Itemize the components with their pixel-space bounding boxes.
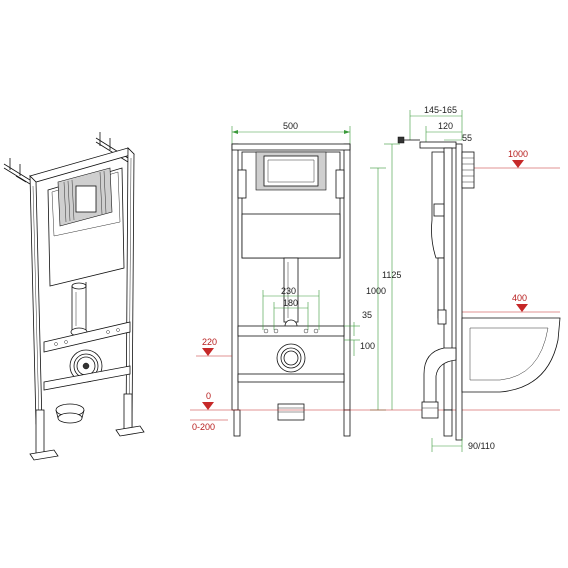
dim-180-label: 180 — [283, 298, 298, 308]
frame-legs — [29, 393, 145, 461]
level-400-label: 400 — [512, 293, 527, 303]
level-220 — [196, 348, 232, 357]
dim-1000-label: 1000 — [366, 286, 386, 296]
wall-section — [455, 143, 463, 441]
level-0-label: 0 — [206, 391, 211, 401]
front-mounting-rail — [237, 325, 345, 337]
level-1000 — [464, 160, 560, 169]
dim-1125 — [384, 143, 400, 410]
dim-100-label: 100 — [360, 341, 375, 351]
outlet-pipe — [55, 403, 85, 424]
dim-1125-label: 1125 — [382, 270, 401, 280]
side-view: 145-165 120 55 — [397, 105, 561, 452]
drain-pipe — [70, 282, 88, 337]
dim-230-label: 230 — [281, 286, 296, 296]
toilet-bowl — [461, 317, 561, 393]
level-220-label: 220 — [202, 337, 217, 347]
side-frame — [443, 147, 453, 411]
dim-90-110 — [431, 438, 463, 452]
dim-100 — [344, 339, 360, 356]
mounting-rail — [43, 321, 131, 353]
dim-55-label: 55 — [462, 133, 472, 143]
dim-35 — [344, 322, 360, 336]
front-bowl-connector — [276, 343, 306, 373]
level-1000-label: 1000 — [508, 149, 528, 159]
left-wall-bracket — [3, 158, 31, 185]
dim-width-label: 500 — [283, 121, 298, 131]
front-left-post — [231, 143, 239, 411]
dim-120-label: 120 — [438, 121, 453, 131]
level-0 — [190, 402, 560, 411]
dim-145-165 — [409, 110, 463, 140]
flush-plate-ribs — [63, 170, 107, 223]
dim-145-165-label: 145-165 — [424, 105, 457, 115]
level-0-200-label: 0-200 — [192, 422, 215, 432]
dim-230 — [262, 290, 320, 330]
dim-90-110-label: 90/110 — [468, 441, 495, 451]
level-400 — [462, 304, 560, 313]
dim-35-label: 35 — [362, 310, 372, 320]
perspective-view — [3, 132, 145, 461]
dim-width — [231, 126, 351, 145]
front-view: 500 — [231, 121, 401, 437]
front-right-post — [343, 143, 351, 411]
dim-180 — [273, 302, 309, 330]
